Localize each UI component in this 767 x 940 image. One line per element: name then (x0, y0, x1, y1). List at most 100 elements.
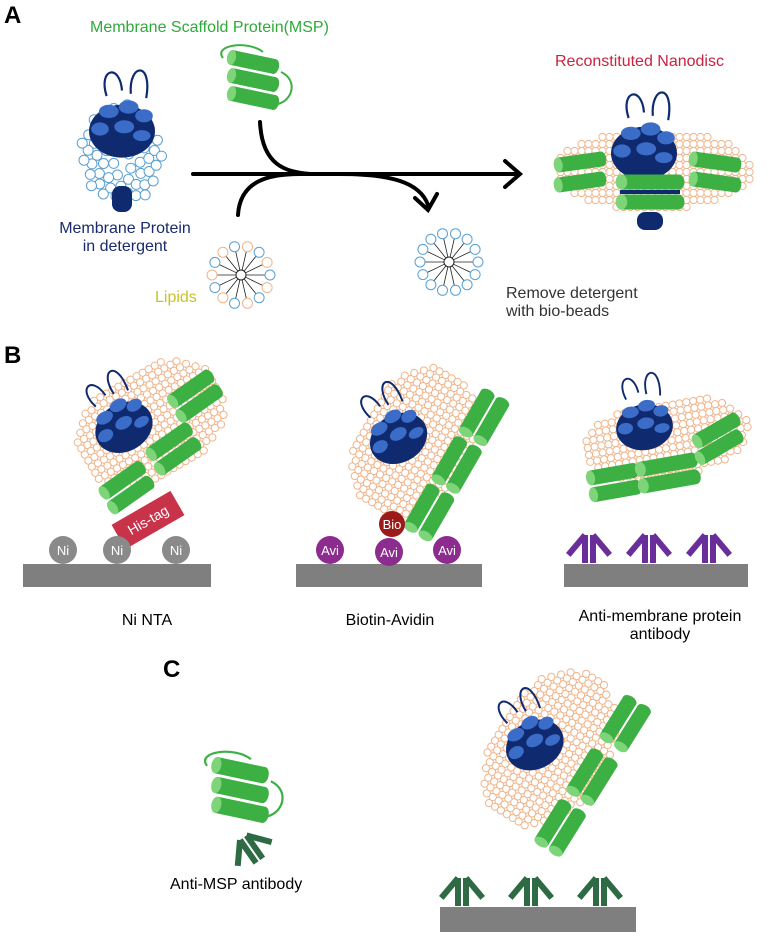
lipid (717, 139, 726, 149)
micelle-head (209, 282, 221, 294)
micelle-tail (433, 242, 447, 259)
lipid (675, 153, 684, 163)
nanodisc-label: Reconstituted Nanodisc (555, 53, 724, 70)
lipid (695, 395, 705, 404)
lipid (577, 146, 586, 156)
detergent-molecule (98, 158, 109, 169)
lipid (685, 418, 695, 427)
lipid (600, 419, 609, 428)
micelle-head (450, 228, 461, 240)
lipid (603, 433, 612, 442)
lipid (683, 404, 692, 414)
micelle-tail (243, 278, 257, 295)
nanodisc-biotin (343, 363, 512, 544)
detergent-molecule (139, 189, 151, 201)
lipids-label: Lipids (155, 289, 197, 306)
lipid (675, 441, 684, 451)
lipid (605, 132, 614, 142)
avi-bead-1-text: Avi (321, 543, 339, 558)
nanodisc-ni-nta (69, 357, 228, 517)
micelle-tail (427, 263, 445, 273)
lipid (681, 433, 690, 442)
lipid (611, 439, 620, 448)
bio-bead-text: Bio (383, 517, 402, 532)
lipid (570, 146, 579, 156)
detergent-molecule (123, 173, 134, 185)
lipid (216, 420, 226, 429)
lipid (682, 146, 691, 156)
lipid (675, 399, 684, 408)
anti-msp-antibody (223, 822, 279, 874)
detergent-molecule (103, 172, 115, 184)
lipid (724, 139, 733, 149)
msp-protein-a (221, 45, 291, 111)
lipid (706, 415, 715, 424)
lipid (634, 449, 643, 458)
lipid (703, 195, 712, 205)
lipid (703, 132, 712, 142)
lipid (219, 410, 228, 419)
lipid (731, 146, 740, 156)
lipid (584, 195, 593, 205)
lipid (582, 437, 591, 446)
lipid (674, 435, 683, 444)
micelle-tail (219, 276, 237, 286)
lipid (669, 407, 678, 416)
his-tag (111, 490, 185, 550)
lipid (601, 426, 611, 435)
micelle-tail (433, 265, 447, 282)
membrane-protein-line2: in detergent (82, 238, 168, 256)
lipid (595, 427, 604, 436)
ni-bead-2-text: Ni (111, 543, 123, 558)
membrane-protein-detergent (76, 69, 167, 212)
panel-a-art (76, 45, 754, 309)
lipid (591, 195, 600, 205)
lipid (719, 405, 728, 415)
detergent-molecule (147, 175, 159, 187)
micelle-tail (243, 255, 257, 272)
lipid (608, 425, 618, 434)
detergent-molecule (78, 154, 90, 166)
micelle-head (417, 269, 429, 281)
lipid (677, 413, 686, 422)
lipid (697, 402, 706, 411)
micelle-tail (225, 255, 239, 272)
detergent-molecule (156, 150, 167, 162)
lipid (704, 401, 713, 410)
surface-antibody (564, 564, 748, 587)
surface-biotin-avidin (296, 564, 482, 587)
lipid (678, 420, 688, 429)
lipid (687, 425, 696, 434)
lipid (604, 440, 613, 449)
lipid (591, 449, 600, 458)
lipid (720, 455, 729, 464)
lipid (675, 160, 684, 170)
micelle-head (217, 292, 229, 304)
panel-c-label: C (163, 656, 181, 683)
micelle-head (450, 284, 461, 296)
micelle-head (229, 297, 240, 309)
lipid (606, 454, 615, 463)
lipid (597, 441, 606, 450)
lipid (577, 139, 586, 149)
micelle-tail (427, 251, 445, 261)
ni-bead-3: Ni (162, 536, 190, 564)
lipid (682, 398, 691, 407)
detergent-molecule (148, 145, 160, 156)
remove-line1: Remove detergent (506, 285, 638, 302)
panel-c-art (205, 668, 653, 932)
biotin-avidin-label: Biotin-Avidin (345, 612, 435, 629)
reaction-arrows (191, 120, 524, 217)
lipid (710, 195, 719, 205)
bio-bead: Bio (379, 511, 405, 537)
lipid (598, 132, 607, 142)
avi-bead-1: Avi (316, 536, 344, 564)
micelle-tail (451, 265, 465, 282)
lipid (584, 139, 593, 149)
micelle-tail (443, 238, 449, 258)
lipid (676, 406, 685, 415)
